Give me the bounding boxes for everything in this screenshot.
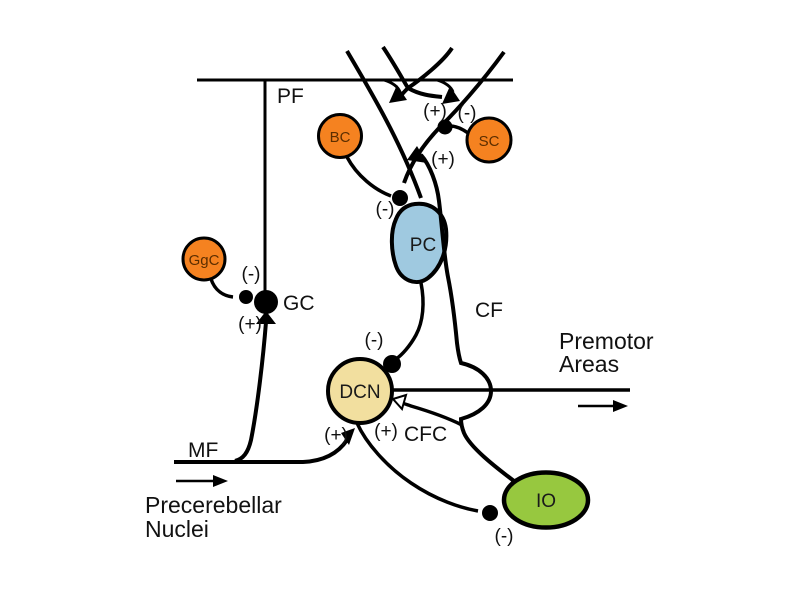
sign-cfc-to-dcn: (+): [374, 421, 398, 442]
dcn-label: DCN: [339, 382, 380, 403]
cf-label: CF: [475, 299, 503, 322]
ggc-axon: [209, 278, 234, 299]
pc-dendrite-middle-left: [381, 45, 443, 99]
gc-soma: [254, 290, 278, 314]
pc-dendrite-middle-right: [398, 46, 454, 99]
pf-synapse-bouton-right: [442, 86, 460, 104]
mf-direction-arrow: [176, 475, 228, 487]
sign-pf-to-pc: (+): [423, 101, 447, 122]
premotor-areas-label: Premotor Areas: [559, 328, 654, 377]
pc-synapse-dot: [383, 355, 401, 373]
pc-label: PC: [410, 235, 436, 256]
ggc-cell: [181, 236, 227, 282]
svg-text:Premotor: Premotor: [559, 328, 654, 354]
bc-label: BC: [330, 129, 351, 146]
dcn-io-path: [355, 422, 479, 513]
pc-soma: [389, 201, 449, 284]
cfc-arrowhead: [391, 393, 408, 412]
mf-ascending-branch: [234, 321, 268, 463]
sign-mf-to-dcn: (+): [324, 425, 348, 446]
io-nucleus: [501, 470, 591, 530]
io-label: IO: [536, 491, 556, 512]
cfc-label: CFC: [404, 423, 447, 446]
cf-pc-arrowhead: [407, 146, 427, 163]
sc-synapse-dot: [437, 119, 453, 135]
precerebellar-nuclei-label: Precerebellar Nuclei: [145, 492, 282, 542]
svg-text:Precerebellar: Precerebellar: [145, 492, 282, 518]
svg-text:Nuclei: Nuclei: [145, 516, 209, 542]
pf-label: PF: [277, 85, 304, 108]
mf-line: [174, 438, 349, 464]
dcn-io-synapse-dot: [482, 505, 498, 521]
sc-cell: [465, 116, 513, 164]
pc-dendrite-left: [345, 49, 423, 199]
ggc-synapse-dot: [239, 290, 253, 304]
ggc-label: GgC: [189, 252, 220, 269]
mf-gc-arrowhead: [256, 311, 276, 324]
bc-axon: [345, 156, 392, 198]
sign-bc-to-pc: (-): [376, 199, 395, 220]
sign-ggc-to-gc: (-): [242, 264, 261, 285]
bc-synapse-dot: [392, 190, 408, 206]
svg-text:Areas: Areas: [559, 351, 619, 377]
gc-label: GC: [283, 292, 315, 315]
sc-label: SC: [479, 133, 500, 150]
climbing-fiber-path: [419, 153, 516, 483]
sc-axon: [449, 124, 470, 135]
sign-mf-to-gc: (+): [238, 314, 262, 335]
cfc-path: [398, 400, 463, 427]
sign-pc-to-dcn: (-): [365, 330, 384, 351]
pc-axon: [394, 282, 425, 361]
premotor-direction-arrow: [578, 400, 628, 412]
mf-dcn-arrowhead: [341, 428, 355, 445]
mf-label: MF: [188, 439, 218, 462]
dcn-nucleus: [326, 357, 394, 425]
bc-cell: [317, 113, 363, 159]
sign-sc-to-pc: (-): [458, 103, 477, 124]
pf-synapse-bouton-left: [389, 85, 407, 103]
sign-cf-to-pc: (+): [431, 149, 455, 170]
sign-dcn-to-io: (-): [495, 526, 514, 547]
